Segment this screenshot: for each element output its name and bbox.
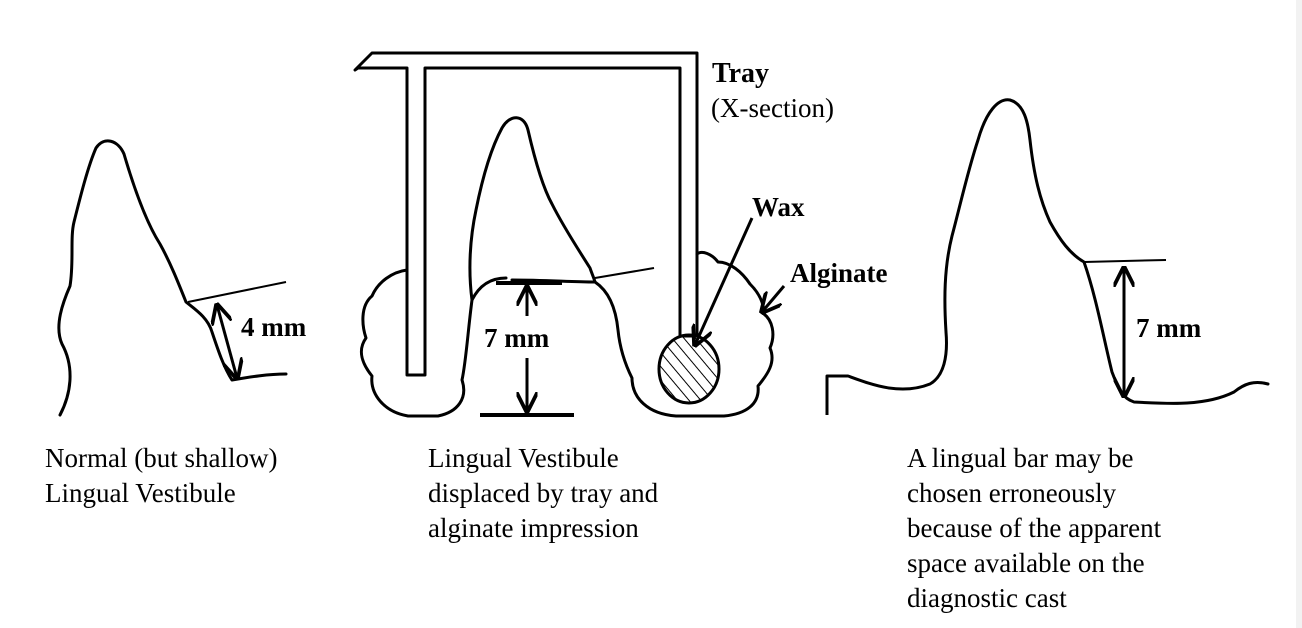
alginate-impression [359,250,775,418]
tray-label: Tray [712,58,770,89]
right-caption-line: chosen erroneously [907,478,1117,508]
left-measurement-label: 4 mm [241,312,307,342]
tray-cross-section [353,51,699,377]
right-ridge-outline [846,98,1270,405]
right-caption: A lingual bar may be chosen erroneously … [907,441,1161,616]
right-caption-line: because of the apparent [907,513,1162,543]
left-caption-line: Normal (but shallow) [45,443,278,473]
right-caption-line: diagnostic cast [907,583,1067,613]
alginate-label: Alginate [790,258,888,288]
left-tongue-line [187,281,287,303]
middle-measurement-label: 7 mm [484,323,550,353]
right-measurement-label: 7 mm [1136,313,1202,343]
left-caption-line: Lingual Vestibule [45,478,236,508]
wax-bead [657,333,721,405]
wax-label: Wax [752,192,805,222]
middle-ridge-outline [468,116,597,302]
left-ridge-outline [57,139,288,417]
right-cast-base [825,374,848,415]
tray-sublabel: (X-section) [711,93,834,123]
middle-caption-line: Lingual Vestibule [428,443,619,473]
alginate-pointer-arrow [762,285,786,312]
middle-tongue-line [594,267,655,279]
middle-caption: Lingual Vestibule displaced by tray and … [428,441,658,546]
right-tongue-line [1083,259,1167,263]
wax-pointer-arrow [695,217,754,345]
page-edge [1296,0,1302,628]
left-depth-arrow [217,305,237,378]
right-caption-line: space available on the [907,548,1145,578]
middle-caption-line: displaced by tray and [428,478,659,508]
middle-caption-line: alginate impression [428,513,639,543]
left-caption: Normal (but shallow) Lingual Vestibule [45,441,277,511]
right-caption-line: A lingual bar may be [907,443,1134,473]
